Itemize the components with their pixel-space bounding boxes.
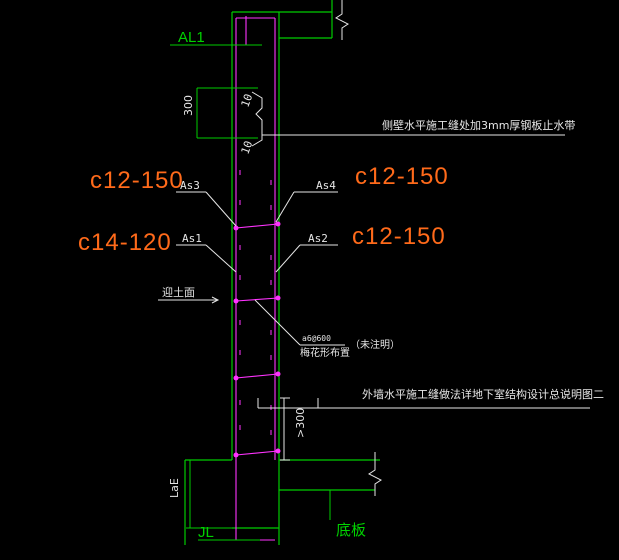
break-line-top	[335, 0, 349, 40]
joint-note: 外墙水平施工缝做法详地下室结构设计总说明图二	[362, 387, 604, 401]
tie-pattern-label: 梅花形布置	[300, 346, 350, 359]
rebar-group	[233, 16, 281, 541]
tie-spec-label: a6@600	[302, 334, 331, 343]
tie-not-shown-label: （未注明）	[350, 338, 400, 351]
dimension-top-300	[196, 87, 258, 139]
bar-as2-label: As2	[308, 232, 328, 245]
bar-as1-label: As1	[182, 232, 202, 245]
beam-mark-label: AL1	[178, 29, 205, 46]
bar-10-upper-label: 10	[239, 92, 256, 109]
waterstop-note: 侧壁水平施工缝处加3mm厚钢板止水带	[382, 118, 575, 132]
dimension-lae	[186, 459, 232, 529]
dimension-bottom-300	[280, 397, 290, 461]
waterstop-bracket	[251, 91, 565, 147]
wall-outline	[184, 0, 380, 545]
backfill-surface-label: 迎土面	[162, 286, 195, 299]
bar-as3-label: As3	[180, 179, 200, 192]
bar-10-lower-label: 10	[239, 139, 256, 156]
break-line-right	[368, 452, 382, 496]
callout-as1: c14-120	[78, 229, 172, 256]
footing-mark-label: JL	[198, 524, 214, 541]
bar-as4-label: As4	[316, 179, 336, 192]
bar-leaders	[158, 191, 590, 409]
callout-as4: c12-150	[355, 163, 449, 190]
callout-as2: c12-150	[352, 223, 446, 250]
dim-lae-label: LaE	[168, 478, 181, 498]
dim-bottom-300-label: >300	[294, 408, 307, 438]
callout-as3: c12-150	[90, 167, 184, 194]
wall-hatch-marks	[239, 170, 272, 435]
dim-top-300-label: 300	[182, 95, 195, 116]
base-slab-label: 底板	[336, 521, 366, 539]
